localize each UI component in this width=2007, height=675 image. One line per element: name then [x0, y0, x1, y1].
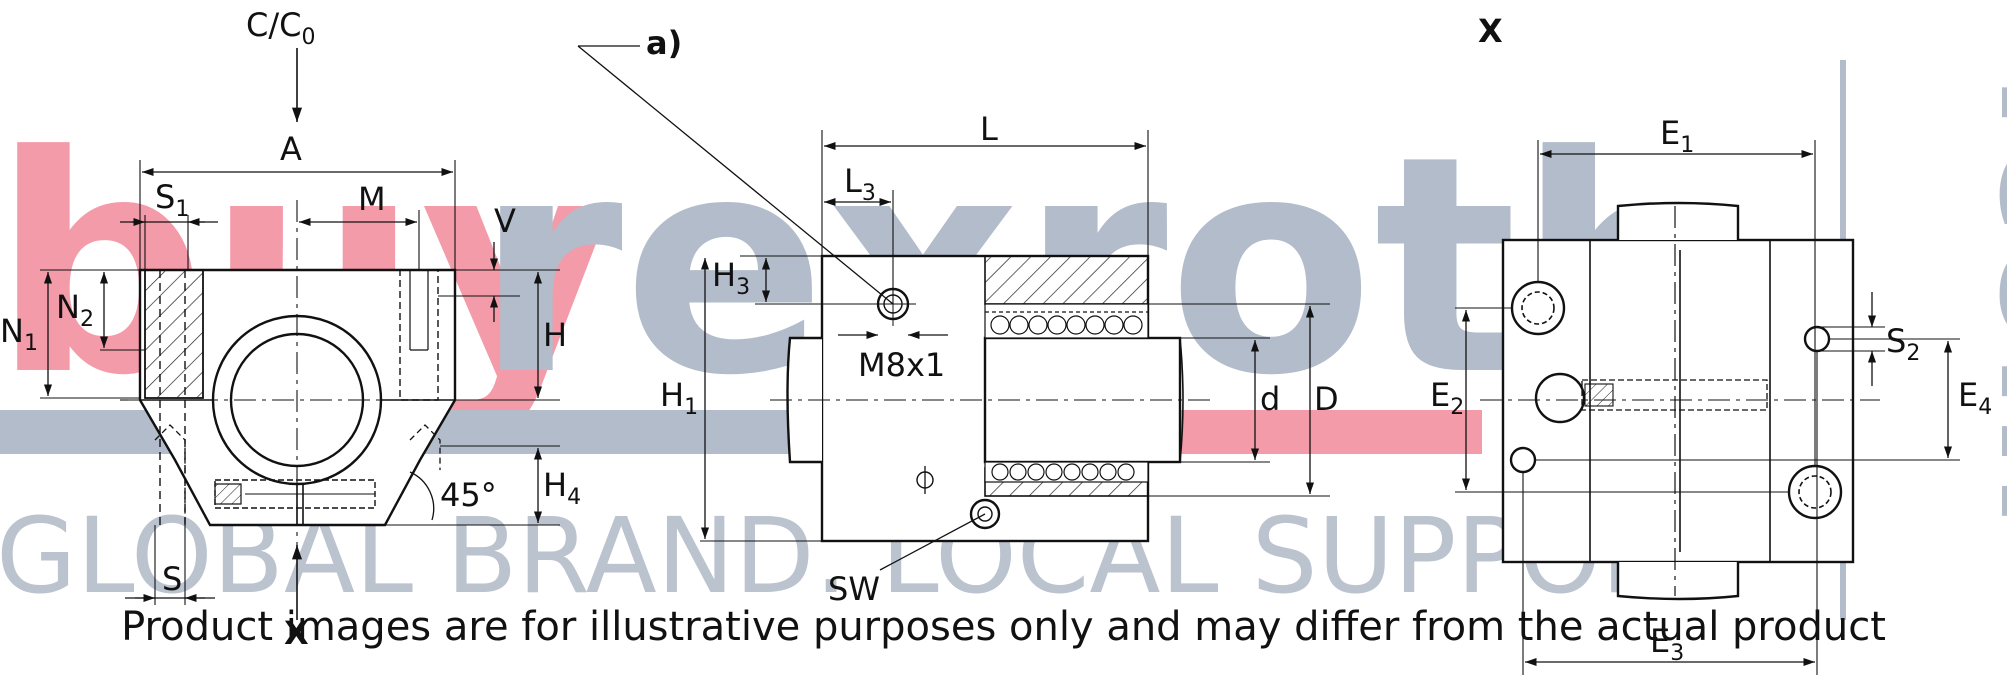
right-view-labels: X E1 E2 E3 E4 S2 [1430, 12, 1992, 666]
middle-view [577, 45, 1330, 571]
ball-row-bottom [984, 461, 1149, 483]
label-SW: SW [828, 570, 880, 608]
label-L: L [980, 110, 998, 148]
label-M: M [358, 180, 386, 218]
label-E4: E4 [1958, 376, 1992, 420]
label-d: d [1260, 380, 1280, 418]
leader-sw [879, 513, 986, 571]
housing-tab-bottom [1616, 562, 1740, 601]
label-L3: L3 [844, 162, 876, 206]
label-S1: S1 [155, 178, 189, 222]
label-angle: 45° [440, 476, 497, 514]
label-N2: N2 [56, 288, 94, 332]
label-thread: M8x1 [858, 346, 945, 384]
label-N1: N1 [0, 312, 38, 356]
housing-slot-hatched [144, 269, 204, 399]
clamp-access [1534, 372, 1586, 424]
label-S2: S2 [1886, 322, 1920, 366]
section-hatch-top [984, 255, 1149, 305]
label-D: D [1314, 380, 1339, 418]
clamp-screw-head [969, 498, 1001, 530]
label-X-right: X [1478, 12, 1503, 50]
right-view [1455, 140, 1960, 675]
label-V: V [494, 202, 516, 240]
label-H1: H1 [660, 376, 698, 420]
label-H4: H4 [543, 466, 581, 510]
label-X-left: X [284, 614, 309, 652]
shaft-left [786, 336, 822, 464]
watermark-brand-com: .com [1961, 70, 2007, 529]
label-E3: E3 [1650, 622, 1684, 666]
left-view [40, 48, 560, 620]
label-E2: E2 [1430, 376, 1464, 420]
left-view-labels: C/C0 A S1 M V N1 N2 H H4 45° S X [0, 6, 581, 652]
middle-view-labels: a) L L3 H3 M8x1 H1 d D SW [646, 24, 1339, 608]
label-A: A [280, 130, 302, 168]
housing-threaded-hole [399, 269, 439, 401]
label-H: H [543, 316, 567, 354]
label-E1: E1 [1660, 114, 1694, 158]
angle-arc [409, 471, 435, 521]
ball-row-top [984, 303, 1149, 339]
disclaimer-text: Product images are for illustrative purp… [121, 604, 1886, 650]
label-load: C/C0 [246, 6, 315, 50]
label-S: S [162, 560, 182, 598]
label-H3: H3 [712, 256, 750, 300]
label-a: a) [646, 24, 682, 62]
housing-tab-top [1616, 201, 1740, 240]
